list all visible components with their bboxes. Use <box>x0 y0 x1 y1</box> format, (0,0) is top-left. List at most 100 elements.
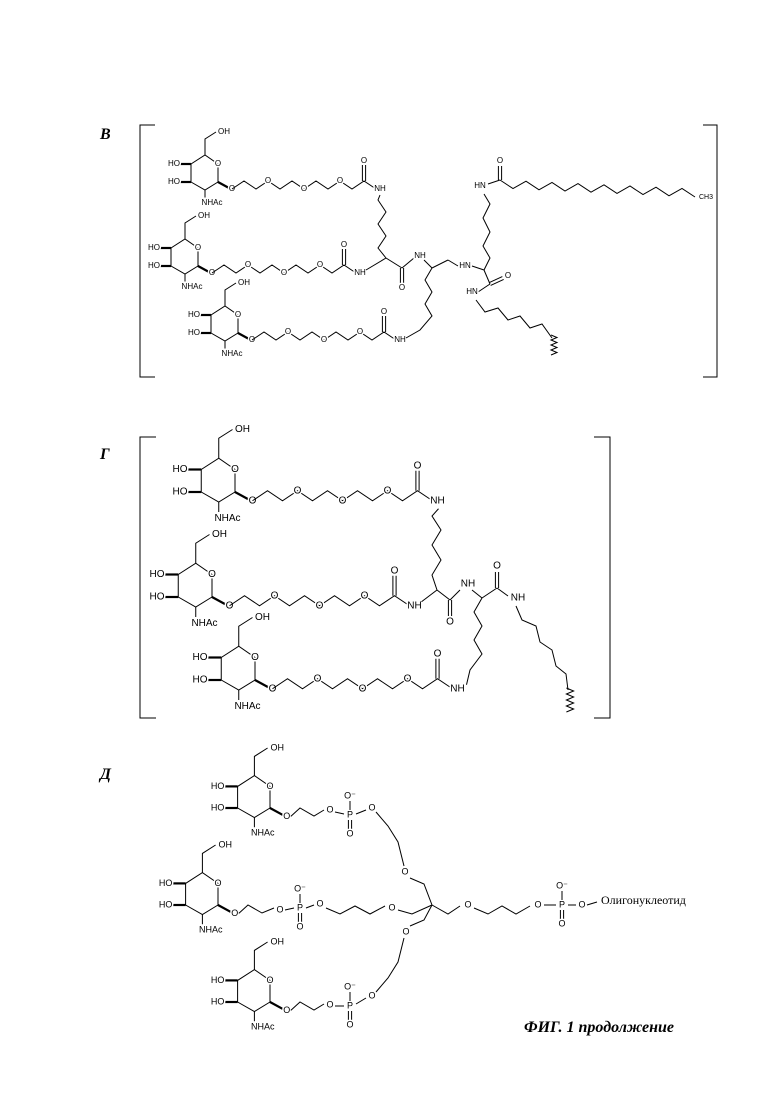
bond <box>448 260 458 266</box>
bond <box>500 180 695 197</box>
bond <box>467 598 483 685</box>
atom-label-o: O <box>337 176 343 185</box>
bond <box>366 258 386 270</box>
bond <box>398 905 432 914</box>
atom-label-nhac: NHAc <box>191 618 217 629</box>
atom-label-ho: HO <box>188 310 200 319</box>
atom-label-o: O <box>296 921 303 931</box>
bond <box>432 260 448 268</box>
atom-label-o: O <box>446 617 454 628</box>
bond <box>450 590 460 600</box>
structure-b: OOHHOHONHAcOOOOONHOOHHOHONHAcOOOOONHOOHH… <box>140 125 717 377</box>
atom-label-oh: OH <box>270 936 284 946</box>
bond <box>270 1002 283 1009</box>
atom-label-nh: NH <box>407 600 421 611</box>
atom-label-o: O <box>321 335 327 344</box>
atom-label-o: O <box>326 999 333 1009</box>
atom-label-p: P <box>347 1000 353 1010</box>
bond <box>285 908 294 910</box>
bond <box>386 258 402 268</box>
atom-label-o: O <box>215 159 221 168</box>
atom-label-nhac: NHAc <box>182 282 203 291</box>
atom-label-o: O <box>558 918 565 928</box>
bond <box>238 970 270 1012</box>
atom-label-nhac: NHAc <box>251 1022 275 1032</box>
atom-label-o: O <box>294 485 302 496</box>
bond <box>484 270 490 284</box>
atom-label-o: O <box>578 899 585 909</box>
atom-label-o: O <box>414 460 422 471</box>
atom-label-o: O <box>285 327 291 336</box>
bond <box>306 905 314 908</box>
atom-label-o: O <box>404 673 412 684</box>
atom-label-nh: NH <box>461 579 475 590</box>
atom-label-o: O <box>339 495 347 506</box>
atom-label-nh: NH <box>450 683 464 694</box>
atom-label-o: O <box>346 828 353 838</box>
bond <box>402 258 414 268</box>
bond <box>472 590 482 598</box>
atom-label-nhac: NHAc <box>222 349 243 358</box>
bond <box>406 268 432 338</box>
atom-label-ho: HO <box>173 464 188 475</box>
bond <box>235 492 249 500</box>
bond <box>432 509 441 590</box>
atom-label-o: O <box>464 899 471 909</box>
atom-label-oh: OH <box>212 529 227 540</box>
atom-label-p: P <box>559 899 565 909</box>
atom-label-ho: HO <box>150 569 165 580</box>
bond <box>239 905 274 913</box>
bond <box>587 902 597 905</box>
bond <box>225 283 236 306</box>
bond <box>410 878 432 905</box>
atom-label-o: O <box>346 1019 353 1029</box>
bond <box>478 284 490 292</box>
bond <box>594 437 610 718</box>
bond <box>205 132 216 155</box>
atom-label-ho: HO <box>211 781 225 791</box>
atom-label-nh: NH <box>354 268 366 277</box>
atom-label-o: O <box>301 184 307 193</box>
bond <box>238 776 270 818</box>
bond <box>376 938 404 992</box>
atom-label-ominus: O⁻ <box>294 883 306 893</box>
atom-label-o: O <box>195 243 201 252</box>
bond <box>424 260 432 268</box>
atom-label-ho: HO <box>168 159 180 168</box>
bond <box>326 906 385 914</box>
atom-label-nhac: NHAc <box>251 828 275 838</box>
atom-label-nh: NH <box>394 335 406 344</box>
bond <box>482 588 497 598</box>
atom-label-o: O <box>326 804 333 814</box>
atom-label-o: O <box>361 156 367 165</box>
bond <box>356 998 366 1004</box>
atom-label-oh: OH <box>235 424 250 435</box>
atom-label-o: O <box>368 802 375 812</box>
atom-label-o: O <box>505 271 511 280</box>
bond <box>254 942 267 970</box>
atom-label-p: P <box>297 902 303 912</box>
atom-label-o: O <box>388 902 395 912</box>
atom-label-o: O <box>384 485 392 496</box>
bond <box>497 588 508 596</box>
atom-label-p: P <box>347 809 353 819</box>
atom-label-oh: OH <box>238 278 250 287</box>
atom-label-o: O <box>317 260 323 269</box>
atom-label-o: O <box>534 899 541 909</box>
atom-label-ho: HO <box>168 177 180 186</box>
bond <box>221 646 255 690</box>
atom-label-oh: OH <box>255 612 270 623</box>
bond <box>185 216 196 239</box>
bond <box>212 597 226 605</box>
bond <box>566 688 573 712</box>
atom-label-ho: HO <box>148 261 160 270</box>
atom-label-o: O <box>235 310 241 319</box>
atom-label-o: O <box>434 648 442 659</box>
atom-label-nh: NH <box>374 184 386 193</box>
atom-label-ho: HO <box>193 652 208 663</box>
atom-label-ho: HO <box>159 899 173 909</box>
atom-label-o: O <box>401 866 408 876</box>
atom-label-ominus: O⁻ <box>344 790 356 800</box>
atom-label-o: O <box>359 683 367 694</box>
